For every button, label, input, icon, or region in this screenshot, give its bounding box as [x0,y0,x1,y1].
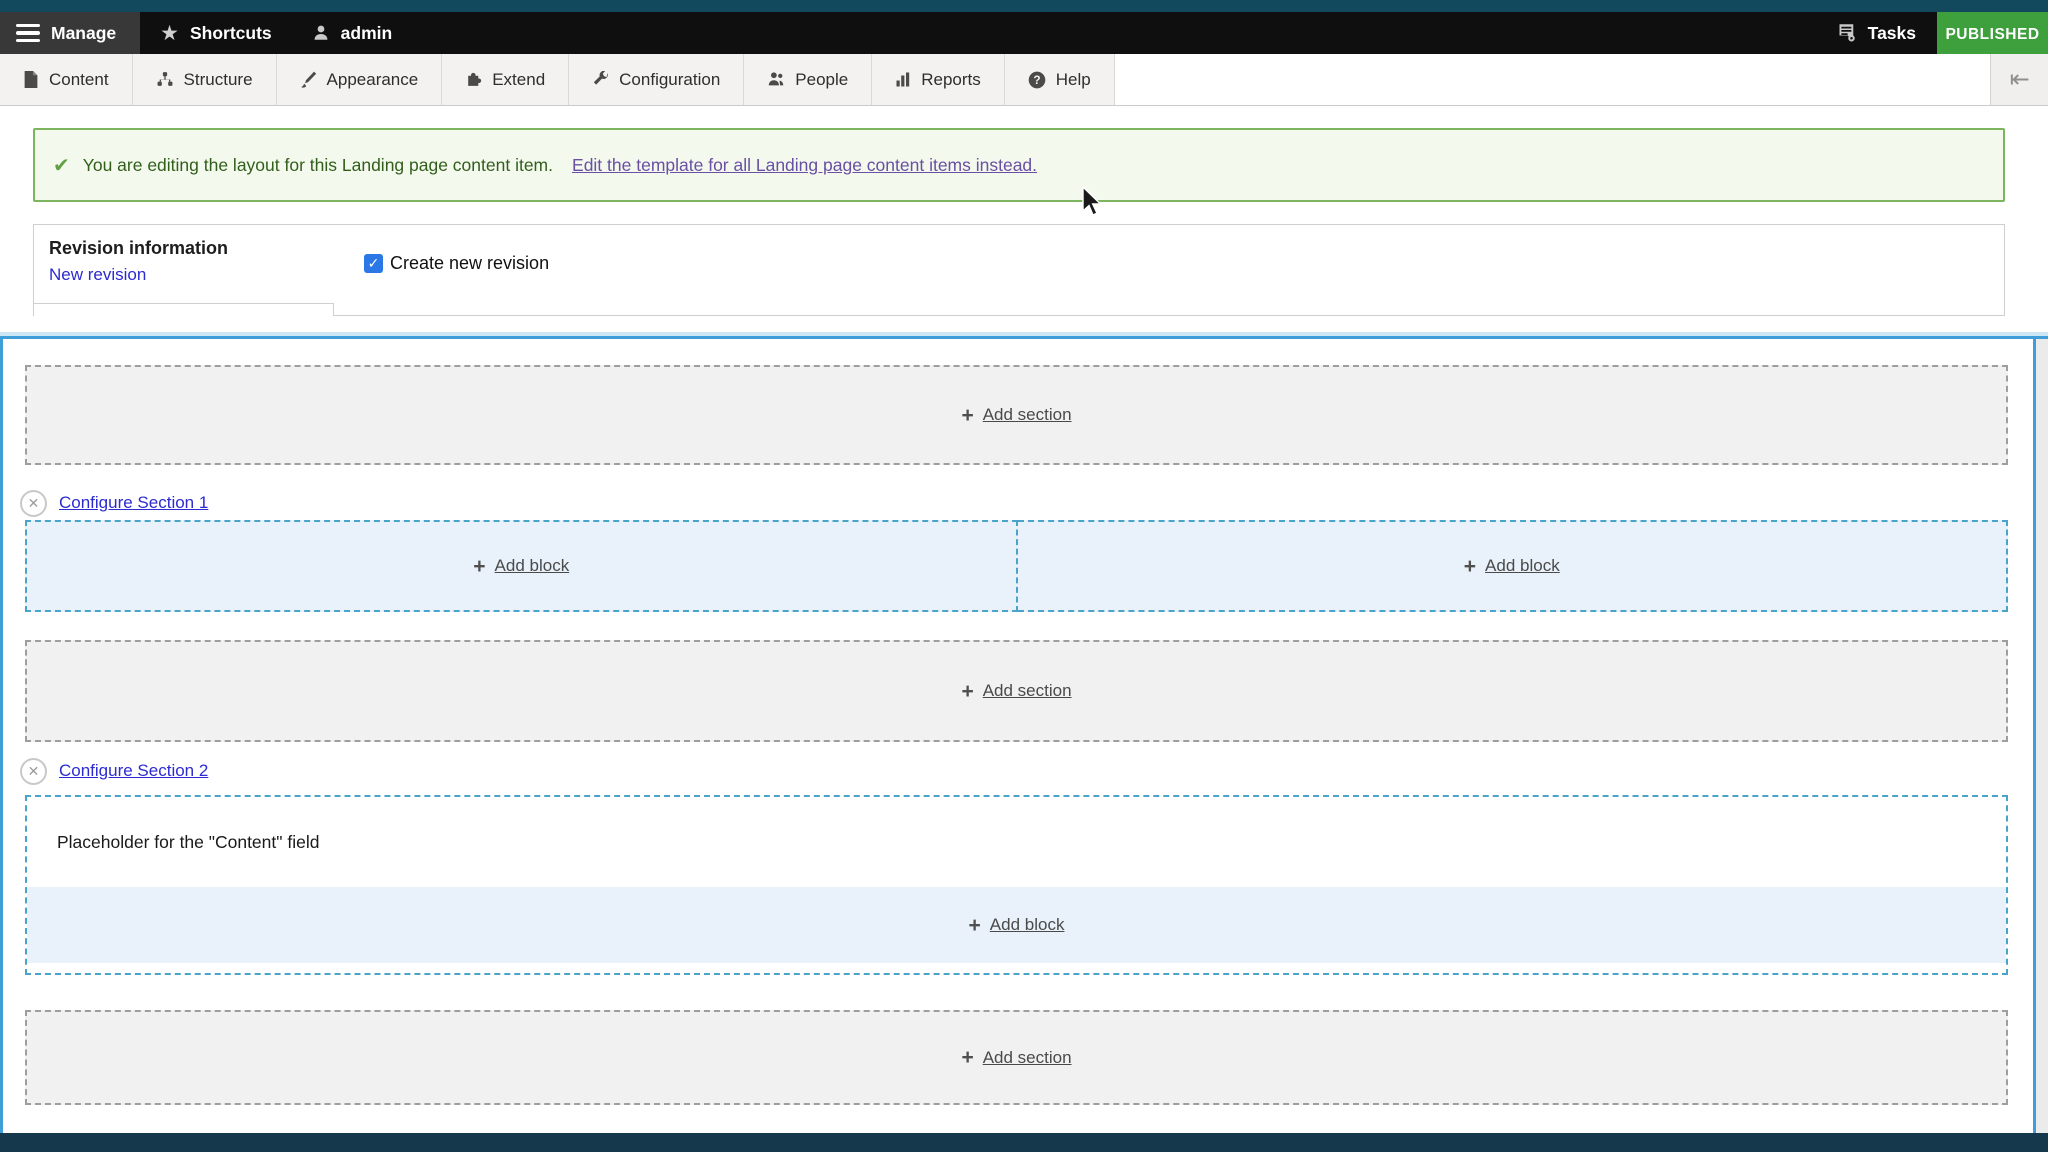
plus-icon: + [968,913,981,937]
tab-appearance[interactable]: Appearance [277,54,443,105]
create-new-revision-label: Create new revision [390,253,550,273]
puzzle-icon [465,71,482,88]
user-icon [312,24,330,42]
edit-template-link[interactable]: Edit the template for all Landing page c… [572,154,1038,175]
section-2: Placeholder for the "Content" field + Ad… [25,795,2008,975]
tab-configuration[interactable]: Configuration [569,54,745,105]
tab-label: Extend [492,69,546,89]
toolbar-orientation-toggle-button[interactable]: ⇤ [1990,54,2048,105]
plus-icon: + [473,554,486,578]
close-icon: ✕ [27,494,40,511]
add-block-link[interactable]: + Add block [1463,554,1560,578]
tab-help[interactable]: ? Help [1005,54,1115,105]
window-top-strip [0,0,2048,12]
manage-menu-button[interactable]: Manage [0,12,141,54]
section-1-header: ✕ Configure Section 1 [20,488,208,518]
configure-section-1-link[interactable]: Configure Section 1 [59,493,209,512]
layout-builder-region: + Add section ✕ Configure Section 1 + Ad… [0,332,2048,1133]
tab-content[interactable]: Content [0,54,133,105]
shortcuts-button[interactable]: ★ Shortcuts [140,12,292,54]
section-2-add-block-region: + Add block [27,887,2006,963]
plus-icon: + [961,403,974,427]
configure-section-2-link[interactable]: Configure Section 2 [59,761,209,780]
bar-chart-icon [895,71,911,88]
section-2-header: ✕ Configure Section 2 [20,756,208,786]
tab-label: Help [1055,69,1091,89]
revision-pane: ✓ Create new revision [364,253,549,274]
manage-label: Manage [51,22,117,43]
checkbox-check-icon: ✓ [367,255,380,271]
star-icon: ★ [160,21,179,45]
sitemap-icon [156,71,174,88]
svg-text:?: ? [1033,73,1040,87]
add-section-area-bottom: + Add section [25,1010,2008,1105]
content-field-placeholder: Placeholder for the "Content" field [57,831,320,852]
remove-section-2-button[interactable]: ✕ [20,757,47,785]
tab-label: Reports [921,69,981,89]
tab-label: Appearance [326,69,419,89]
section-1-region-second: + Add block [1017,520,2008,612]
content-field-block[interactable]: Placeholder for the "Content" field [27,797,2006,887]
layout-border-right [2033,336,2036,1133]
checkmark-icon: ✔ [53,154,70,177]
file-icon [23,71,39,88]
plus-icon: + [961,1046,974,1069]
scrollbar-gutter[interactable] [2036,339,2048,1133]
bottom-bar [0,1133,2048,1152]
add-section-link[interactable]: + Add section [961,1046,1072,1069]
layout-border-glow [0,332,2048,336]
close-icon: ✕ [27,762,40,779]
add-section-area-middle: + Add section [25,640,2008,742]
tab-label: Content [49,69,109,89]
tab-people[interactable]: People [744,54,873,105]
revision-information-title: Revision information [49,238,229,258]
status-message-text: You are editing the layout for this Land… [82,154,554,175]
admin-tabs-group: Content Structure Appearance Extend Conf… [0,54,1115,105]
status-message: ✔ You are editing the layout for this La… [33,128,2005,202]
add-section-link[interactable]: + Add section [961,403,1072,427]
published-status-badge: PUBLISHED [1937,12,2048,57]
revision-information-panel: Revision information New revision ✓ Crea… [33,224,2005,316]
add-block-link[interactable]: + Add block [473,554,570,578]
hamburger-icon [16,23,40,43]
tasks-label: Tasks [1867,22,1916,43]
layout-border-top [0,336,2048,339]
add-section-link[interactable]: + Add section [961,679,1072,703]
vertical-tab-revision-information[interactable]: Revision information New revision [34,225,334,285]
tab-reports[interactable]: Reports [872,54,1005,105]
create-new-revision-checkbox[interactable]: ✓ [364,254,383,273]
tasks-icon [1837,23,1857,43]
new-revision-link[interactable]: New revision [49,265,147,284]
tab-label: Structure [183,69,253,89]
admin-tabs-bar: Content Structure Appearance Extend Conf… [0,54,2048,106]
shortcuts-label: Shortcuts [189,22,272,43]
section-1-region-first: + Add block [25,520,1018,612]
tab-label: Configuration [619,69,721,89]
plus-icon: + [961,679,974,703]
add-block-link[interactable]: + Add block [968,913,1065,937]
tab-structure[interactable]: Structure [133,54,277,105]
tab-label: People [795,69,849,89]
layout-border-left [0,336,3,1133]
vertical-tab-step [34,303,334,316]
section-1: + Add block + Add block [25,520,2008,612]
tasks-button[interactable]: Tasks [1817,12,1936,54]
user-label: admin [340,22,393,43]
remove-section-1-button[interactable]: ✕ [20,489,47,517]
paintbrush-icon [300,71,317,88]
people-icon [767,71,785,88]
admin-toolbar: Manage ★ Shortcuts admin Tasks PUBLISHED [0,12,2048,57]
tab-extend[interactable]: Extend [442,54,570,105]
user-menu-button[interactable]: admin [292,12,413,54]
toggle-orientation-icon: ⇤ [2009,66,2030,93]
wrench-icon [592,71,609,88]
plus-icon: + [1463,554,1477,578]
question-icon: ? [1028,71,1046,89]
add-section-area-top: + Add section [25,365,2008,465]
